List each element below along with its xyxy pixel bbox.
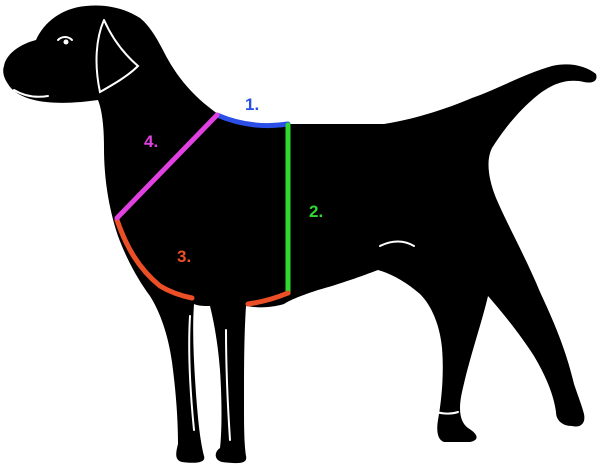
eye-highlight — [57, 36, 73, 41]
front-leg-highlight-1 — [188, 315, 195, 431]
hind-leg-highlight — [435, 411, 459, 415]
eye-dot — [63, 39, 69, 45]
measurement-line-3b — [245, 290, 291, 307]
front-leg-highlight-2 — [225, 329, 231, 441]
measurement-label-2: 2. — [309, 202, 323, 221]
silhouette-highlights — [13, 19, 459, 441]
measurement-line-1 — [214, 112, 291, 129]
measurement-line-4 — [114, 112, 220, 221]
dog-body — [3, 5, 597, 464]
mouth-highlight — [13, 89, 49, 98]
measurement-label-4: 4. — [144, 132, 158, 151]
measurement-line-3a — [114, 217, 195, 301]
ear-outline — [95, 19, 140, 94]
dog-silhouette — [3, 5, 597, 464]
elbow-highlight — [379, 240, 415, 247]
measurement-label-1: 1. — [245, 95, 259, 114]
measurement-label-3: 3. — [177, 247, 191, 266]
